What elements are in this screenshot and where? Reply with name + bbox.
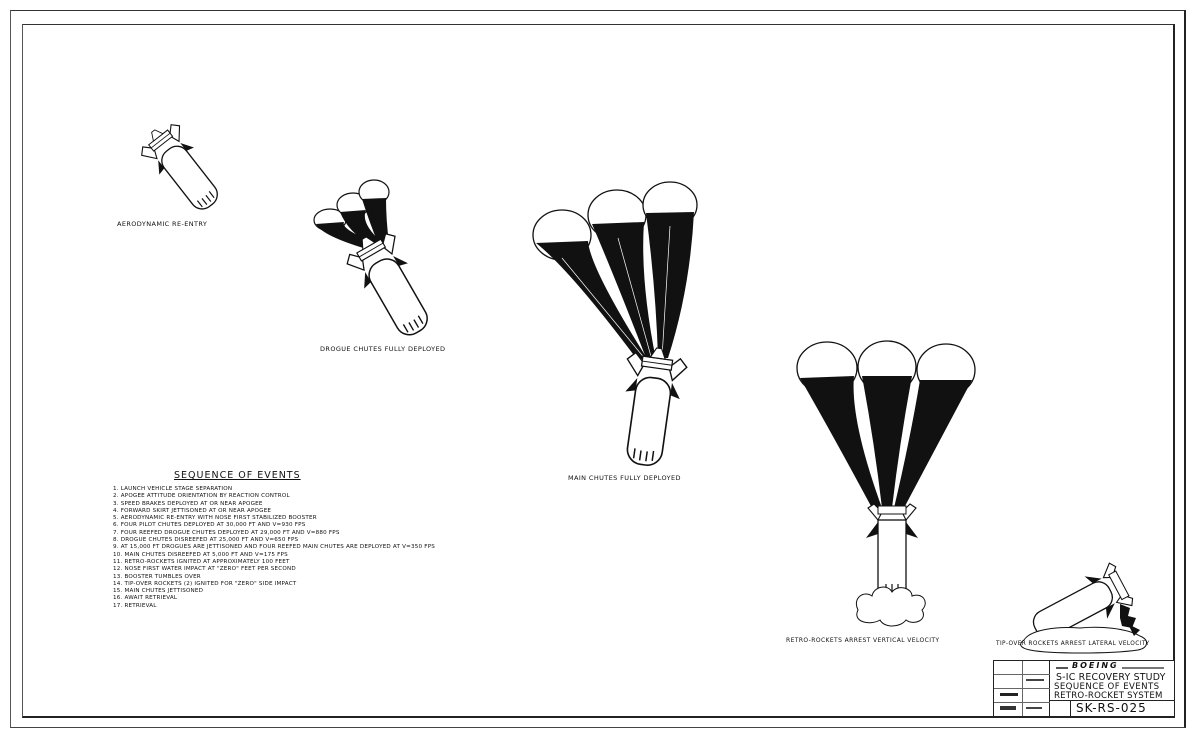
company-name: BOEING	[1072, 661, 1119, 670]
sequence-item: 7. FOUR REEFED DROGUE CHUTES DEPLOYED AT…	[113, 529, 340, 536]
date-marking	[1026, 679, 1044, 681]
sequence-item: 8. DROGUE CHUTES DISREEFED AT 25,000 FT …	[113, 537, 299, 544]
caption-drogue-chutes: DROGUE CHUTES FULLY DEPLOYED	[320, 345, 446, 353]
caption-tipover-rockets: TIP-OVER ROCKETS ARREST LATERAL VELOCITY	[996, 641, 1150, 647]
subject-line-2: RETRO-ROCKET SYSTEM	[1054, 691, 1163, 701]
sequence-item: 10. MAIN CHUTES DISREEFED AT 5,000 FT AN…	[113, 551, 288, 558]
caption-main-chutes: MAIN CHUTES FULLY DEPLOYED	[568, 474, 681, 482]
caption-aerodynamic-reentry: AERODYNAMIC RE-ENTRY	[117, 220, 208, 228]
sequence-item: 9. AT 15,000 FT DROGUES ARE JETTISONED A…	[113, 544, 436, 551]
revision-area	[994, 661, 1050, 716]
main-chutes	[532, 181, 698, 361]
company-logo-mark	[1056, 667, 1068, 669]
inner-border	[22, 24, 1175, 718]
main-booster	[612, 343, 690, 470]
sequence-item: 15. MAIN CHUTES JETTISONED	[113, 588, 204, 595]
tipover-booster	[1032, 562, 1134, 639]
tipover-splash	[1020, 604, 1147, 654]
title-block: BOEING S-IC RECOVERY STUDY SEQUENCE OF E…	[993, 660, 1175, 717]
title-area: BOEING S-IC RECOVERY STUDY SEQUENCE OF E…	[1050, 661, 1174, 716]
sequence-item: 1. LAUNCH VEHICLE STAGE SEPARATION	[113, 486, 233, 492]
study-title: S-IC RECOVERY STUDY	[1056, 672, 1166, 683]
sequence-item: 4. FORWARD SKIRT JETTISONED AT OR NEAR A…	[113, 507, 272, 514]
retro-splash	[856, 586, 926, 627]
sequence-item: 6. FOUR PILOT CHUTES DEPLOYED AT 30,000 …	[113, 522, 306, 529]
sequence-title: SEQUENCE OF EVENTS	[174, 470, 301, 481]
sequence-item: 5. AERODYNAMIC RE-ENTRY WITH NOSE FIRST …	[113, 515, 317, 522]
reentry-booster	[133, 115, 231, 221]
sequence-item: 12. NOSE FIRST WATER IMPACT AT "ZERO" FE…	[113, 566, 296, 573]
sequence-item: 2. APOGEE ATTITUDE ORIENTATION BY REACTI…	[113, 493, 290, 500]
sequence-item: 16. AWAIT RETRIEVAL	[113, 595, 178, 602]
sequence-item: 3. SPEED BRAKES DEPLOYED AT OR NEAR APOG…	[113, 500, 263, 507]
date-marking-2	[1026, 707, 1042, 709]
caption-retro-rockets: RETRO-ROCKETS ARREST VERTICAL VELOCITY	[786, 637, 940, 644]
drawing-number: SK-RS-025	[1076, 701, 1147, 715]
sequence-item: 11. RETRO-ROCKETS IGNITED AT APPROXIMATE…	[113, 558, 290, 565]
retro-chutes	[796, 340, 976, 508]
outer-border	[10, 10, 1186, 728]
sequence-item: 17. RETRIEVAL	[113, 602, 157, 609]
approval-signature	[1000, 693, 1018, 696]
company-division-mark	[1122, 667, 1164, 669]
subject-line-1: SEQUENCE OF EVENTS	[1054, 682, 1160, 692]
sequence-item: 14. TIP-OVER ROCKETS (2) IGNITED FOR "ZE…	[113, 580, 297, 587]
drawn-by-signature	[1000, 706, 1016, 710]
drogue-chutes	[313, 179, 390, 250]
sequence-item: 13. BOOSTER TUMBLES OVER	[113, 573, 201, 580]
